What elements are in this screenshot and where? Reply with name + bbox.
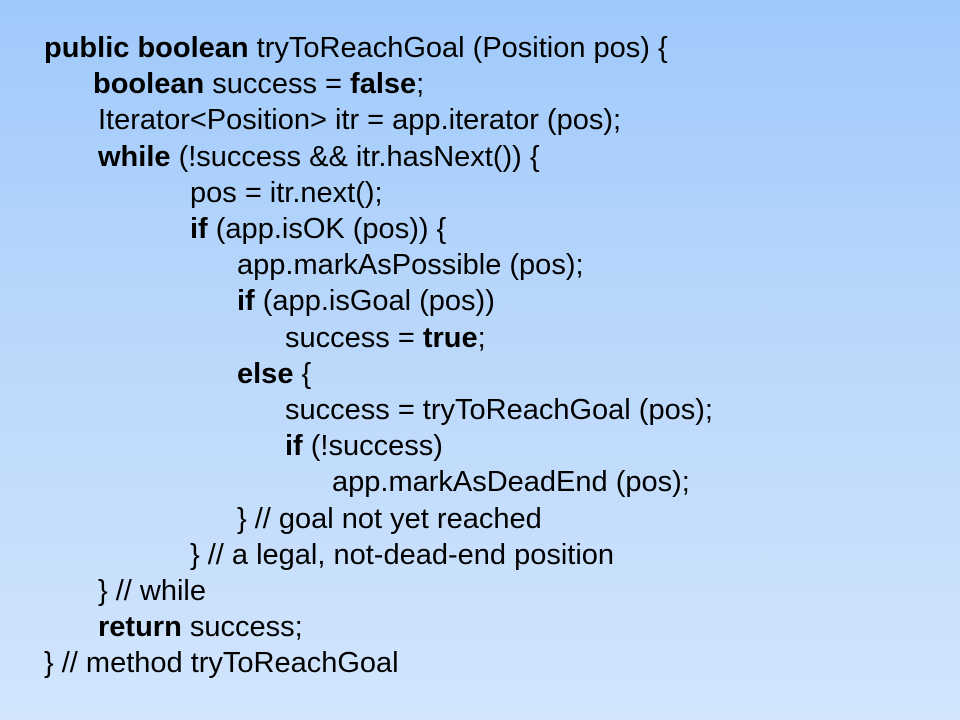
code-text: ;: [416, 68, 425, 101]
code-line: success = true;: [285, 320, 486, 356]
code-keyword: false: [350, 68, 417, 101]
code-text: success;: [181, 611, 303, 644]
code-text: Iterator<Position> itr = app.iterator (p…: [98, 104, 622, 137]
code-text: (app.isOK (pos)) {: [207, 213, 447, 245]
code-text: pos = itr.next();: [190, 176, 383, 209]
code-keyword: while: [98, 140, 171, 173]
code-keyword: boolean: [93, 68, 205, 101]
code-line: app.markAsDeadEnd (pos);: [332, 464, 690, 500]
code-text: success = tryToReachGoal (pos);: [285, 394, 713, 426]
code-keyword: true: [422, 321, 478, 354]
code-keyword: public boolean: [44, 32, 249, 64]
code-text: success =: [285, 321, 423, 354]
code-text: ;: [477, 321, 486, 354]
code-line: } // method tryToReachGoal: [44, 645, 399, 681]
code-line: Iterator<Position> itr = app.iterator (p…: [98, 102, 621, 138]
code-text: app.markAsDeadEnd (pos);: [332, 466, 690, 499]
code-line: if (app.isOK (pos)) {: [190, 211, 446, 247]
code-line: } // while: [98, 573, 206, 609]
code-keyword: if: [190, 213, 208, 245]
code-text: (app.isGoal (pos)): [254, 285, 495, 318]
code-text: app.markAsPossible (pos);: [237, 249, 584, 282]
code-line: success = tryToReachGoal (pos);: [285, 392, 713, 428]
code-line: while (!success && itr.hasNext()) {: [98, 139, 540, 175]
code-text: } // a legal, not-dead-end position: [190, 538, 615, 571]
code-text: success =: [204, 68, 351, 101]
code-keyword: if: [237, 285, 255, 318]
code-line: boolean success = false;: [93, 66, 424, 102]
code-line: } // goal not yet reached: [237, 501, 542, 537]
code-line: pos = itr.next();: [190, 175, 383, 211]
code-line: app.markAsPossible (pos);: [237, 247, 584, 283]
code-line: if (app.isGoal (pos)): [237, 283, 495, 319]
code-keyword: return: [98, 611, 182, 644]
code-line: else {: [237, 356, 311, 392]
code-line: public boolean tryToReachGoal (Position …: [44, 30, 668, 66]
code-text: (!success && itr.hasNext()) {: [170, 140, 540, 173]
code-text: } // goal not yet reached: [237, 502, 542, 535]
code-line: if (!success): [285, 428, 443, 464]
code-keyword: if: [285, 430, 303, 463]
code-text: } // while: [98, 575, 206, 607]
code-text: } // method tryToReachGoal: [44, 647, 399, 680]
code-line: return success;: [98, 609, 303, 645]
code-text: tryToReachGoal (Position pos) {: [248, 32, 668, 64]
code-text: (!success): [302, 430, 443, 463]
code-keyword: else: [237, 357, 294, 390]
code-line: } // a legal, not-dead-end position: [190, 537, 614, 573]
code-text: {: [293, 357, 312, 390]
